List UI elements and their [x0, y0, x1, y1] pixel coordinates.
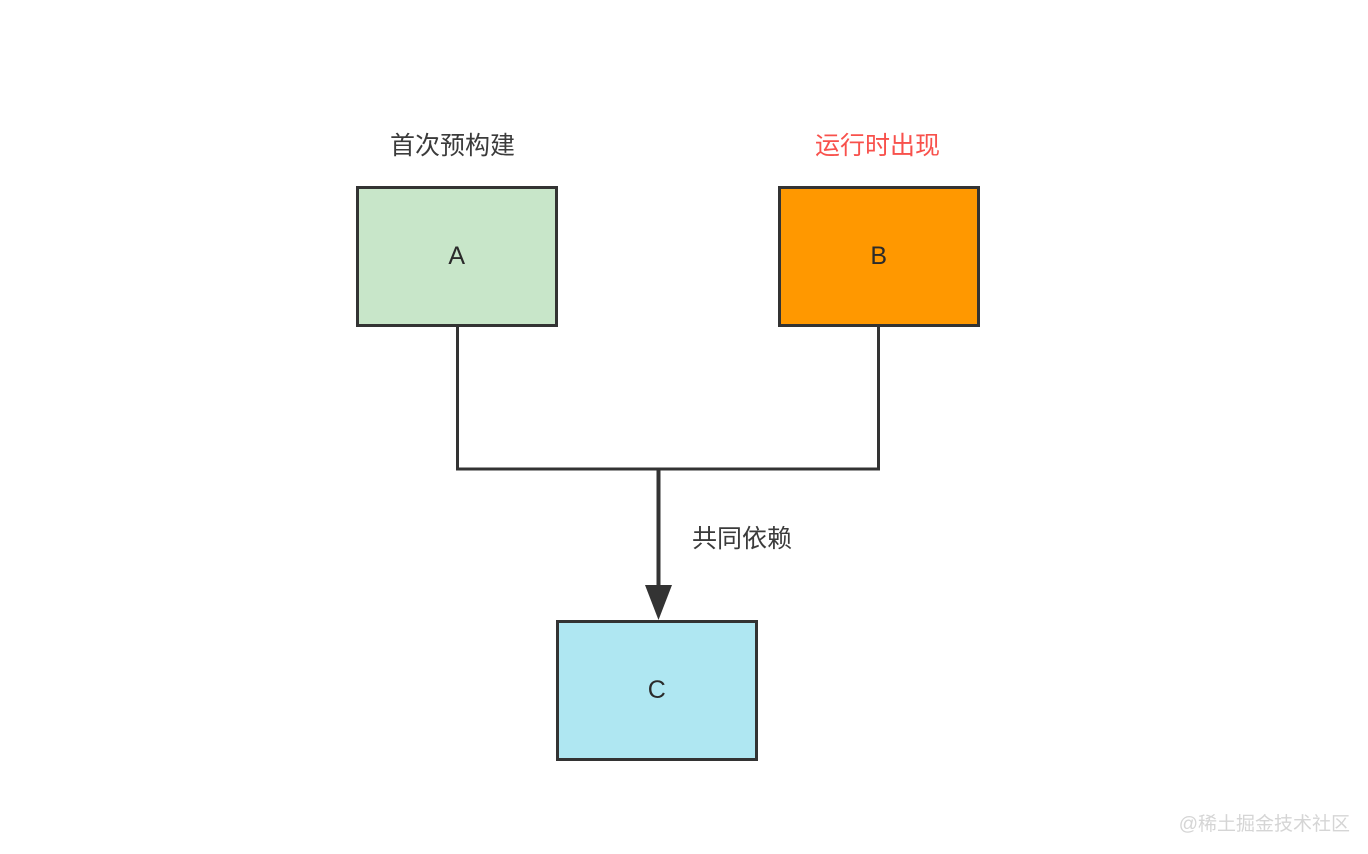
node-a[interactable]: A: [356, 186, 558, 327]
node-b[interactable]: B: [778, 186, 980, 327]
node-c-label: C: [647, 676, 667, 704]
watermark: @稀土掘金技术社区: [1178, 814, 1350, 835]
edge-label: 共同依赖: [692, 525, 793, 553]
node-b-label: B: [870, 242, 888, 270]
node-b-caption: 运行时出现: [815, 132, 941, 160]
node-c[interactable]: C: [556, 620, 758, 761]
node-a-caption: 首次预构建: [390, 132, 516, 160]
node-a-label: A: [448, 242, 466, 270]
arrowhead-icon: [645, 585, 672, 620]
